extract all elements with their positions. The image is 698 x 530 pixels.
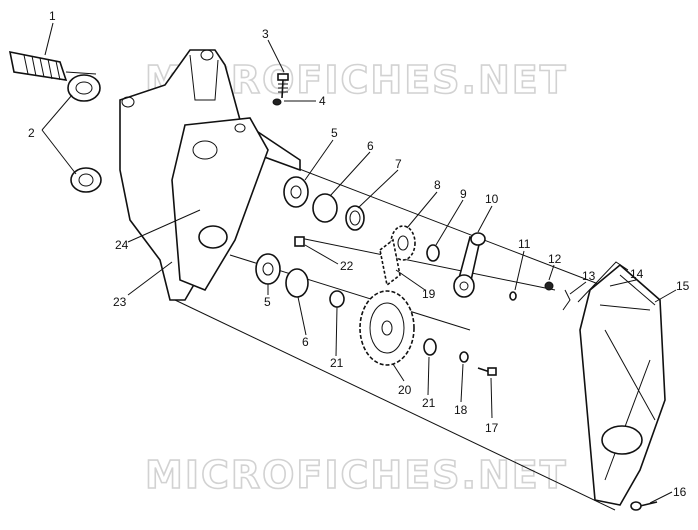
bolt-part [277, 73, 289, 99]
callout-23: 23 [113, 295, 127, 309]
callout-8: 8 [434, 178, 441, 192]
gear-case-cover [579, 263, 666, 506]
gear-case-housing [119, 49, 301, 301]
bearing-ring [426, 244, 440, 262]
callout-11: 11 [518, 237, 531, 251]
callout-labels: 1 2 3 4 5 6 7 8 9 10 11 12 13 14 15 16 1… [28, 9, 690, 499]
callout-17: 17 [485, 421, 499, 435]
tensioner-arm [453, 232, 486, 298]
callout-6b: 6 [302, 335, 309, 349]
e-clip-part [509, 291, 517, 301]
callout-5: 5 [331, 126, 338, 140]
callout-13: 13 [582, 269, 596, 283]
callout-15: 15 [676, 279, 690, 293]
watermark-bottom: MICROFICHES.NET [145, 453, 568, 497]
bearing-upper [283, 176, 309, 208]
cover-bolt-part [477, 367, 497, 376]
cover-gasket [577, 261, 629, 303]
callout-2: 2 [28, 126, 35, 140]
washer-part [272, 98, 282, 106]
spacer-ring [329, 290, 345, 308]
plug-part [294, 236, 305, 247]
o-ring-upper [312, 193, 338, 223]
callout-16: 16 [673, 485, 687, 499]
nut-part [544, 281, 554, 291]
seal-ring-upper [345, 205, 365, 231]
callout-14: 14 [630, 267, 644, 281]
callout-6: 6 [367, 139, 374, 153]
seal-lower [70, 167, 102, 193]
large-sprocket [359, 290, 415, 366]
seal-upper [67, 74, 101, 102]
seal-ring-lower [423, 338, 437, 356]
drive-chain [379, 238, 401, 287]
callout-5b: 5 [264, 295, 271, 309]
callout-20: 20 [398, 383, 412, 397]
callout-24: 24 [115, 238, 129, 252]
callout-7: 7 [395, 157, 402, 171]
callout-22: 22 [340, 259, 354, 273]
callout-19: 19 [422, 287, 436, 301]
spacer-washer [459, 351, 469, 363]
callout-9: 9 [460, 187, 467, 201]
o-ring-lower [285, 268, 309, 298]
shaft-part [8, 50, 97, 81]
callout-12: 12 [548, 252, 562, 266]
callout-4: 4 [319, 94, 326, 108]
cover-screw [630, 501, 658, 511]
callout-21b: 21 [422, 396, 436, 410]
bearing-lower [255, 253, 281, 285]
leader-lines [41, 22, 677, 504]
callout-21: 21 [330, 356, 344, 370]
callout-3: 3 [262, 27, 269, 41]
callout-18: 18 [454, 403, 468, 417]
clip-part [562, 289, 571, 311]
callout-10: 10 [485, 192, 499, 206]
callout-1: 1 [49, 9, 56, 23]
